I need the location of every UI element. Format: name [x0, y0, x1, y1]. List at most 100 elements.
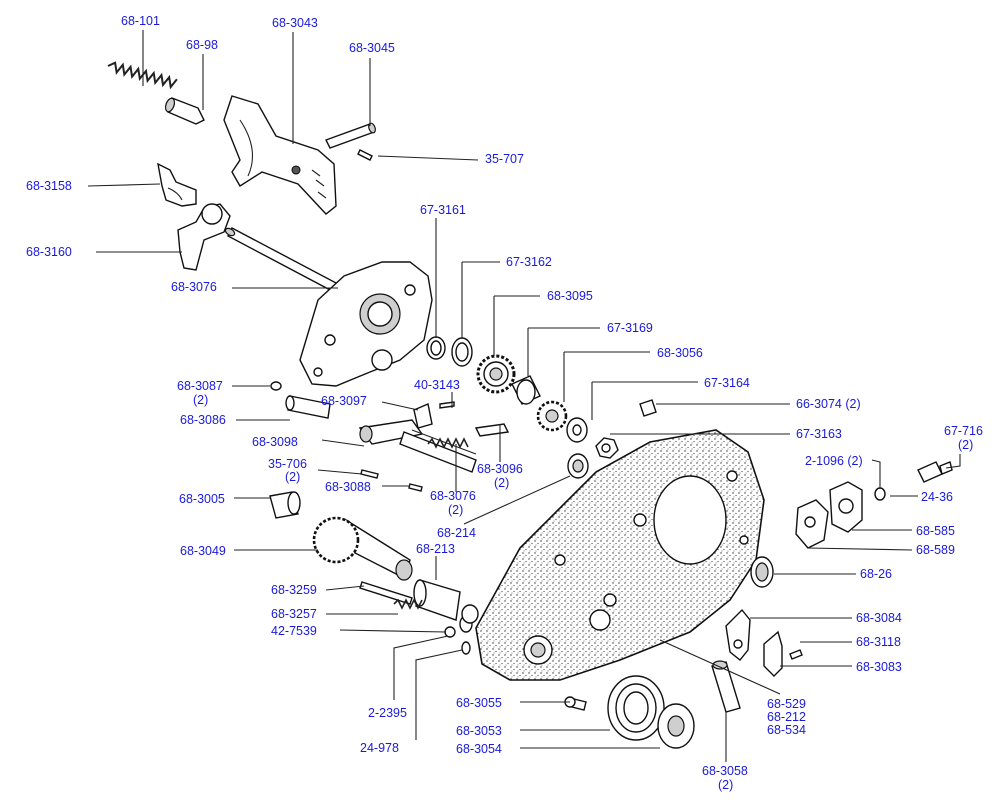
label-68-3043: 68-3043 [272, 16, 318, 30]
label-67-3164: 67-3164 [704, 376, 750, 390]
label-35-707: 35-707 [485, 152, 524, 166]
label-68-3088: 68-3088 [325, 480, 371, 494]
label-68-585: 68-585 [916, 524, 955, 538]
gear-shaft-part-68-3049 [312, 516, 413, 581]
label-42-7539: 42-7539 [271, 624, 317, 638]
label-68-3257: 68-3257 [271, 607, 317, 621]
label-68-3054: 68-3054 [456, 742, 502, 756]
label-66-3074: 66-3074 (2) [796, 397, 861, 411]
label-67-716: 67-716 [944, 424, 983, 438]
label-68-3096: 68-3096 [477, 462, 523, 476]
pin-part-68-3045 [325, 122, 376, 149]
plate-part-68-3054 [657, 703, 695, 749]
label-68-3118: 68-3118 [856, 635, 901, 649]
leader-lines [87, 30, 961, 762]
label-24-36: 24-36 [921, 490, 953, 504]
pin-part-68-98 [164, 97, 205, 125]
washer-part-67-3164 [566, 417, 588, 443]
label-68-3086: 68-3086 [180, 413, 226, 427]
roller-part-68-3086 [285, 395, 331, 419]
pin-part-68-3088 [408, 483, 423, 492]
screw-part-68-3118 [789, 649, 803, 660]
label-68-3160: 68-3160 [26, 245, 72, 259]
label-68-3158: 68-3158 [26, 179, 72, 193]
spring-part-68-101 [107, 61, 178, 90]
label-68-3076-b-qty: (2) [448, 503, 463, 517]
ring-part-67-3162 [451, 337, 473, 367]
label-68-212: 68-212 [767, 710, 806, 724]
label-2-1096: 2-1096 (2) [805, 454, 863, 468]
label-68-3049: 68-3049 [180, 544, 226, 558]
label-2-2395: 2-2395 [368, 706, 407, 720]
label-68-3058-qty: (2) [718, 778, 733, 792]
gear-part-68-3095 [476, 354, 516, 394]
seal-part-68-26 [750, 556, 774, 588]
label-68-3083: 68-3083 [856, 660, 902, 674]
gear-part-68-3056 [536, 400, 568, 432]
label-68-3098: 68-3098 [252, 435, 298, 449]
flange-part-68-585 [829, 481, 863, 533]
label-67-3169: 67-3169 [607, 321, 653, 335]
lever-part-68-3084 [725, 608, 751, 661]
label-68-3053: 68-3053 [456, 724, 502, 738]
label-68-98: 68-98 [186, 38, 218, 52]
label-68-3055: 68-3055 [456, 696, 502, 710]
gasket-part-68-589 [795, 499, 829, 549]
bush-part-67-3161 [426, 336, 446, 360]
label-67-3162: 67-3162 [506, 255, 552, 269]
selector-fork-part-68-3160 [177, 203, 231, 271]
rod-part-68-3076 [224, 227, 339, 293]
label-67-3163: 67-3163 [796, 427, 842, 441]
label-68-3076-b: 68-3076 [430, 489, 476, 503]
label-67-716-qty: (2) [958, 438, 973, 452]
dowel-part-66-3074 [639, 399, 657, 417]
label-67-3161: 67-3161 [420, 203, 466, 217]
pin-part-35-706 [360, 469, 379, 479]
lever-part-68-3083 [763, 630, 783, 677]
rod-part-68-3259 [359, 581, 413, 605]
spring-part-68-3076 [427, 437, 469, 449]
label-68-529: 68-529 [767, 697, 806, 711]
label-68-3095: 68-3095 [547, 289, 593, 303]
label-68-589: 68-589 [916, 543, 955, 557]
label-68-534: 68-534 [767, 723, 806, 737]
label-68-213: 68-213 [416, 542, 455, 556]
label-68-3097: 68-3097 [321, 394, 367, 408]
plunger-part-68-3096 [474, 423, 510, 437]
label-68-3084: 68-3084 [856, 611, 902, 625]
label-68-3087-qty: (2) [193, 393, 208, 407]
label-68-3076: 68-3076 [171, 280, 217, 294]
washer-part-42-7539 [444, 626, 456, 638]
bearing-part-67-3169 [511, 375, 541, 405]
sleeve-part-68-213 [413, 579, 461, 621]
label-68-3056: 68-3056 [657, 346, 703, 360]
cam-plate-part-68-3043 [223, 95, 337, 215]
label-35-706-qty: (2) [285, 470, 300, 484]
label-68-3096-qty: (2) [494, 476, 509, 490]
spring-part-68-3053 [607, 675, 665, 741]
quadrant-part-68-3097 [413, 403, 433, 429]
bolt-part-40-3143 [439, 401, 455, 409]
bush-part-68-3005 [269, 491, 301, 519]
bolt-part-67-716 [917, 461, 953, 483]
shaft-part-68-3098 [358, 419, 477, 473]
label-24-978: 24-978 [360, 741, 399, 755]
part-labels: 68-101 68-98 68-3043 68-3045 35-707 68-3… [26, 14, 983, 792]
ring-part-24-978 [461, 641, 471, 655]
label-68-214: 68-214 [437, 526, 476, 540]
selector-fork-part-68-3158 [157, 162, 197, 207]
label-68-101: 68-101 [121, 14, 160, 28]
washer-part-2-1096 [874, 487, 886, 501]
nut-part-67-3163 [595, 437, 619, 459]
spring-part-68-3257 [393, 598, 423, 610]
circlip-part-68-3087 [270, 381, 282, 391]
label-68-3045: 68-3045 [349, 41, 395, 55]
label-68-3058: 68-3058 [702, 764, 748, 778]
screw-part-68-3055 [564, 696, 587, 711]
label-68-3259: 68-3259 [271, 583, 317, 597]
label-35-706: 35-706 [268, 457, 307, 471]
pin-part-68-3058 [711, 660, 741, 713]
bush-part-68-214 [567, 453, 589, 479]
